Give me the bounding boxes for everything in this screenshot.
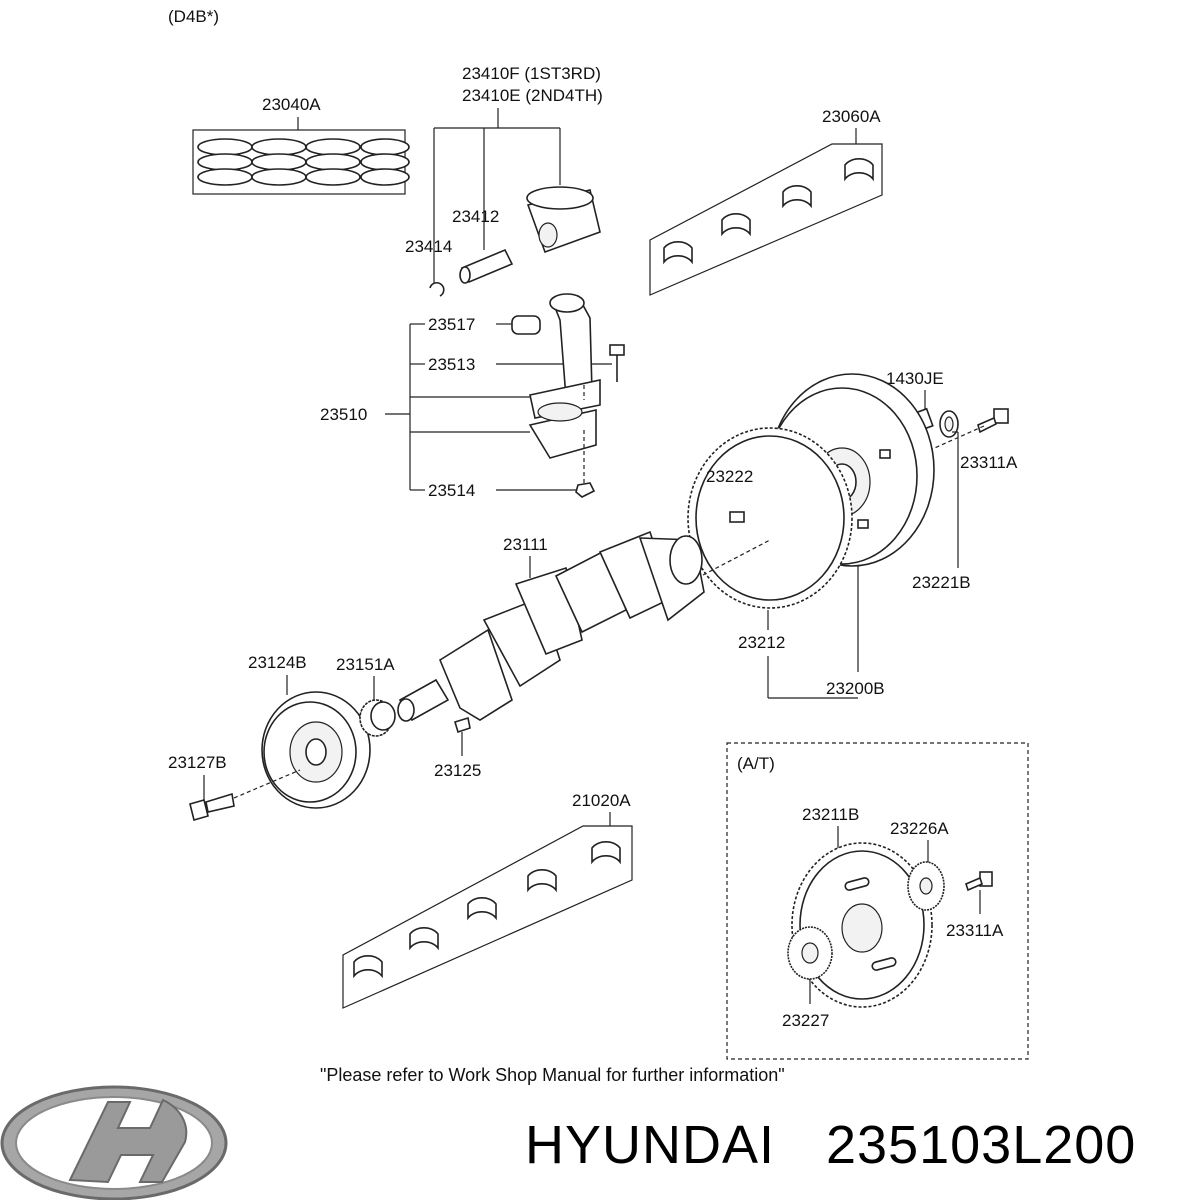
ring-gear-pin-label: 23222 xyxy=(706,467,753,486)
crankshaft-label: 23111 xyxy=(503,535,548,554)
adapter-plate-label: 23226A xyxy=(890,819,949,838)
flywheel-bushing-label: 23221B xyxy=(912,573,971,592)
drive-plate-label: 23211B xyxy=(802,805,859,824)
snap-ring-label: 23414 xyxy=(405,237,452,256)
at-section: (A/T) 23211B 23226A 23311A 23227 xyxy=(726,742,1029,1060)
damper-pulley-label: 23124B xyxy=(248,653,307,672)
piston-ring-set: 23040A xyxy=(192,95,410,195)
pulley-bolt-label: 23127B xyxy=(168,753,227,772)
crankshaft: 23111 23125 xyxy=(397,530,771,780)
con-rod-bolt-label: 23513 xyxy=(428,355,475,374)
con-rod-bushing-label: 23517 xyxy=(428,315,475,334)
woodruff-key-label: 23125 xyxy=(434,761,481,780)
engine-code-label: (D4B*) xyxy=(168,7,219,26)
piston-pin-label: 23412 xyxy=(452,207,499,226)
upper-bearing-label: 23060A xyxy=(822,107,881,126)
flywheel-assy-label: 23200B xyxy=(826,679,885,698)
piston-ring-set-label: 23040A xyxy=(262,95,321,114)
piston-label-2: 23410E (2ND4TH) xyxy=(462,86,603,105)
ring-gear-label: 23212 xyxy=(738,633,785,652)
sprocket-label: 23151A xyxy=(336,655,395,674)
spacer-label: 23227 xyxy=(782,1011,829,1030)
footer-brand: HYUNDAI xyxy=(525,1115,775,1175)
at-bolt-label: 23311A xyxy=(946,921,1004,940)
footer-part-number: 235103L200 xyxy=(826,1115,1136,1175)
lower-bearing-label: 21020A xyxy=(572,791,631,810)
con-rod-nut-label: 23514 xyxy=(428,481,475,500)
hyundai-logo-icon xyxy=(0,1085,228,1200)
piston-assembly: 23410F (1ST3RD) 23410E (2ND4TH) 23412 23… xyxy=(405,64,603,297)
footnote-text: "Please refer to Work Shop Manual for fu… xyxy=(320,1065,785,1085)
lower-bearing-set: 21020A xyxy=(342,791,633,1009)
flywheel-assembly: 1430JE 23311A 23221B 23222 23212 23200B xyxy=(687,369,1018,699)
piston-label-1: 23410F (1ST3RD) xyxy=(462,64,601,83)
connecting-rod-assembly: 23517 23513 23510 23514 xyxy=(320,293,625,500)
con-rod-assy-label: 23510 xyxy=(320,405,367,424)
damper-pulley-assembly: 23124B 23151A 23127B xyxy=(168,653,396,821)
flywheel-pin-label: 1430JE xyxy=(886,369,944,388)
at-section-title: (A/T) xyxy=(737,754,775,773)
flywheel-bolt-label: 23311A xyxy=(960,453,1018,472)
upper-bearing-set: 23060A xyxy=(649,107,883,296)
